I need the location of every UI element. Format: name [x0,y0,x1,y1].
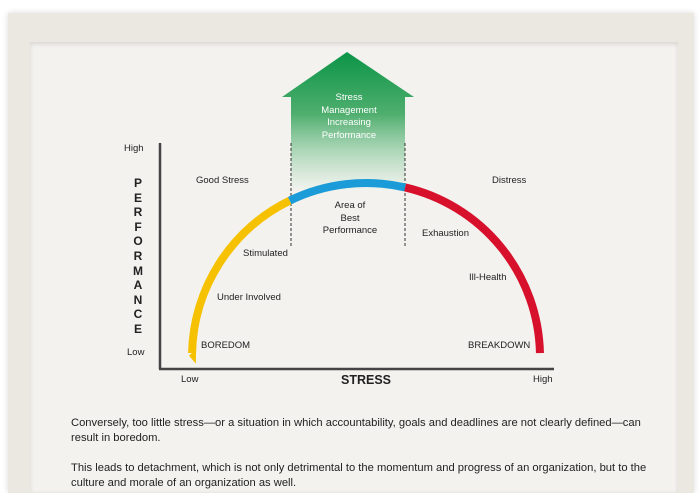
zone-best-performance: Area of Best Performance [310,200,390,238]
curve-high-stress [404,183,544,354]
label-stimulated: Stimulated [243,248,288,259]
y-title-letter: C [133,307,143,322]
y-title-letter: O [133,234,143,249]
stress-management-arrow [282,52,414,190]
label-exhaustion: Exhaustion [422,228,470,239]
arrow-label-line: Performance [321,129,377,141]
y-title-letter: R [133,248,143,263]
y-title-letter: E [133,190,142,205]
y-title-letter: F [134,219,142,234]
y-title-letter: A [133,278,143,293]
y-title-letter: M [133,263,143,278]
label-ill-health: Ill-Health [469,272,507,283]
label-breakdown: BREAKDOWN [468,340,531,351]
curve-optimal-stress [287,179,407,205]
paragraph-detachment: This leads to detachment, which is not o… [71,462,647,489]
y-axis-title: P E R F O R M A N C E [131,176,145,337]
stress-performance-diagram [158,52,554,371]
arrow-label-line: Increasing [327,117,371,128]
label-under-involved: Under Involved [217,292,281,303]
y-axis-low: Low [127,347,145,358]
x-axis-title: STRESS [341,373,392,387]
y-title-letter: E [133,321,142,336]
y-title-letter: N [133,292,143,307]
best-line: Best [340,212,360,224]
label-boredom: BOREDOM [201,340,251,351]
zone-good-stress: Good Stress [196,175,249,186]
x-axis-low: Low [181,374,199,385]
zone-distress: Distress [492,175,527,186]
arrow-label-line: Stress [335,92,363,103]
y-title-letter: P [133,176,142,190]
best-line: Area of [334,200,366,211]
arrow-label-line: Management [321,104,377,116]
curve-low-stress [188,197,292,364]
x-axis-high: High [533,374,553,385]
best-line: Performance [322,225,378,236]
y-title-letter: R [133,205,143,220]
y-axis-high: High [124,143,144,154]
arrow-label: Stress Management Increasing Performance [297,92,401,142]
paragraph-boredom: Conversely, too little stress—or a situa… [71,417,641,444]
